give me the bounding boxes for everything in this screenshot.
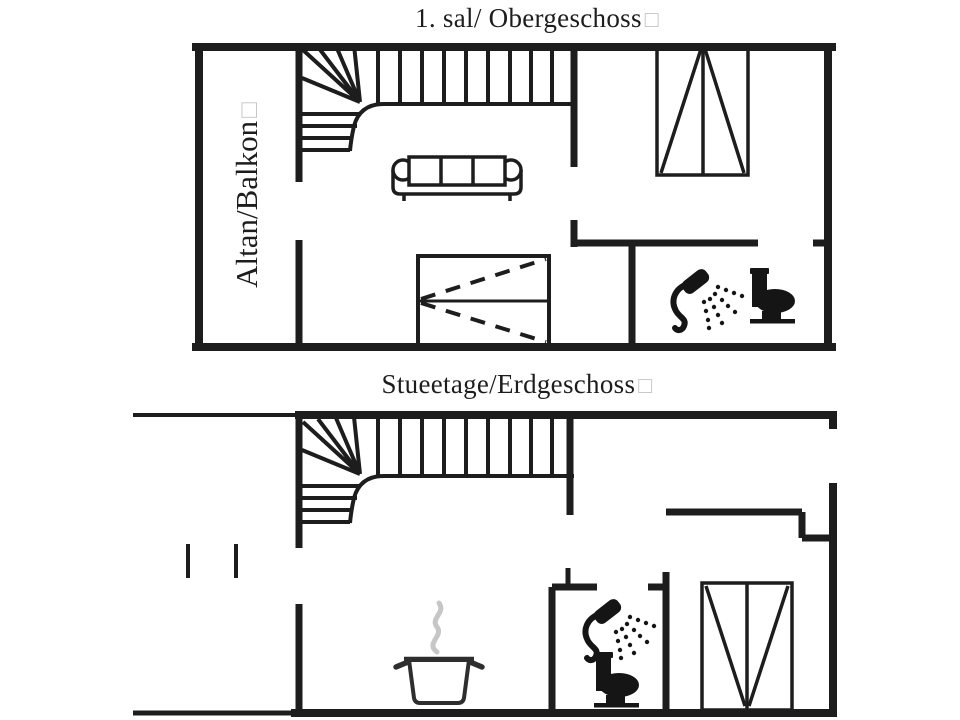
- ground-floor-walls: [133, 411, 837, 717]
- upper-floor-walls: [192, 43, 836, 351]
- staircase-symbol: [295, 43, 576, 153]
- staircase-symbol: [295, 415, 576, 525]
- double-bed-symbol: [416, 254, 551, 348]
- upper-floor-title: 1. sal/ Obergeschoss□: [415, 3, 659, 34]
- shower-icon: [673, 267, 744, 331]
- ground-floor-title: Stueetage/Erdgeschoss□: [382, 369, 653, 400]
- wardrobe-symbol: [655, 45, 750, 177]
- cooking-pot-icon: [393, 600, 485, 705]
- ground-floor-title-text: Stueetage/Erdgeschoss: [381, 369, 636, 399]
- toilet-icon: [750, 268, 795, 324]
- upper-floor-plan: [192, 43, 836, 351]
- sofa-symbol: [391, 155, 523, 201]
- missing-glyph-box: □: [638, 373, 653, 398]
- missing-glyph-box: □: [644, 7, 659, 32]
- steam-icon: [430, 600, 444, 655]
- upper-floor-title-text: 1. sal/ Obergeschoss: [415, 3, 642, 33]
- entrance-markers: [186, 544, 238, 578]
- toilet-icon: [594, 652, 639, 708]
- wardrobe-symbol: [700, 581, 794, 712]
- ground-floor-plan: [133, 411, 837, 717]
- shower-icon: [585, 597, 656, 661]
